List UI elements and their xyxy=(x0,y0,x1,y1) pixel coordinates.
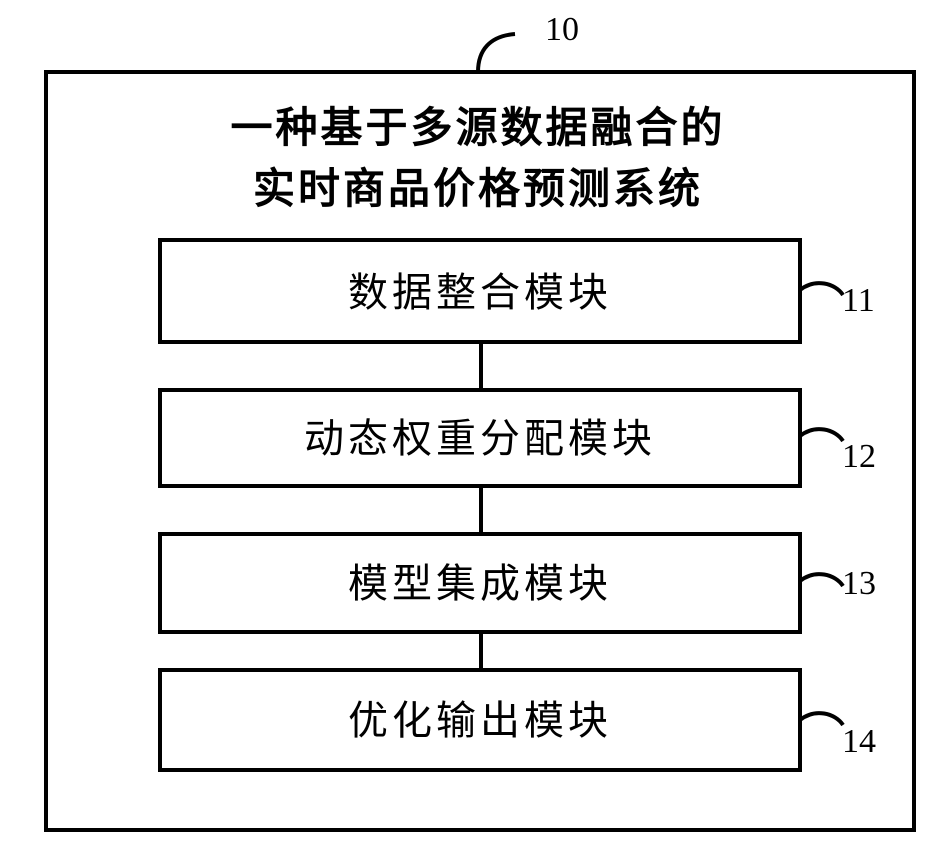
system-title-line2: 实时商品价格预测系统 xyxy=(253,164,703,213)
module-ref-leader-11 xyxy=(800,283,843,295)
module-label-14: 优化输出模块 xyxy=(348,698,612,744)
system-ref-label: 10 xyxy=(545,11,579,48)
module-ref-leader-12 xyxy=(800,429,843,441)
module-ref-leader-14 xyxy=(800,713,843,725)
module-label-13: 模型集成模块 xyxy=(348,561,612,607)
system-ref-leader xyxy=(478,34,515,72)
system-title-line1: 一种基于多源数据融合的 xyxy=(230,103,725,152)
module-ref-13: 13 xyxy=(842,565,876,602)
module-ref-12: 12 xyxy=(842,438,876,475)
module-ref-14: 14 xyxy=(842,723,876,760)
module-ref-leader-13 xyxy=(800,574,843,586)
module-ref-11: 11 xyxy=(842,282,875,319)
module-label-11: 数据整合模块 xyxy=(348,270,612,316)
module-label-12: 动态权重分配模块 xyxy=(304,416,656,462)
